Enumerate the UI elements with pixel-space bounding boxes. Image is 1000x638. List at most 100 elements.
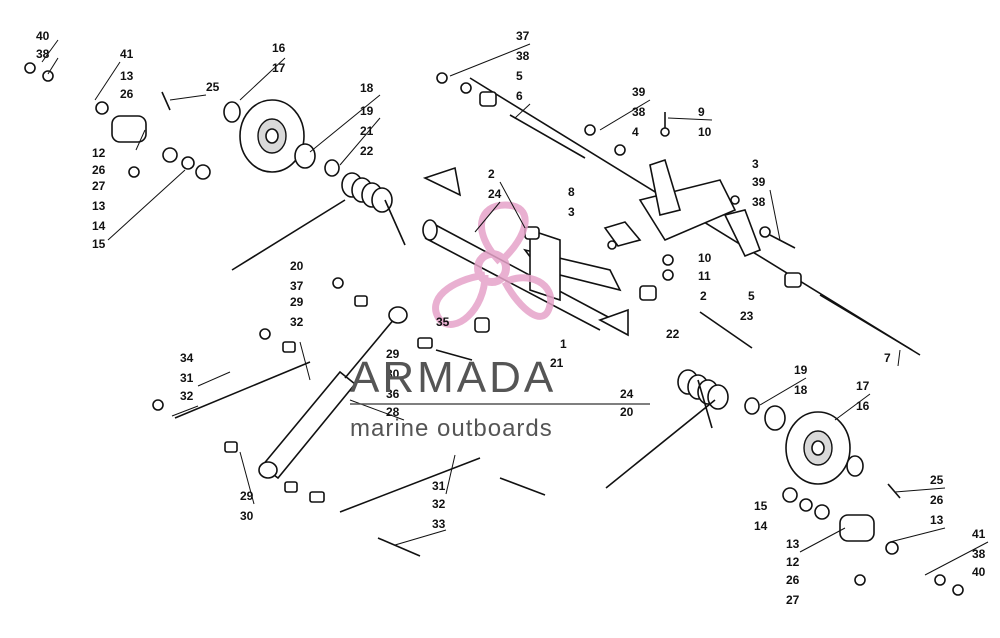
callout-31-upper: 31 [180,371,194,385]
rod-23 [699,311,753,349]
ring-19-right [744,397,760,415]
callout-27-right: 27 [786,593,800,607]
callout-2-top: 2 [488,167,495,181]
bolt-40-left [24,62,36,74]
spacer-25-left [223,101,241,123]
callout-16-left: 16 [272,41,286,55]
callout-3-left: 3 [568,205,575,219]
nut-34-lower [152,399,164,411]
callout-29-mid: 29 [386,347,400,361]
nut-15-right [782,487,798,503]
spacer-30-mid [417,337,433,349]
washer-14-left [181,156,195,170]
shaft-end-left [422,219,438,241]
callout-26-left-low: 26 [92,163,106,177]
nut-11 [662,269,674,281]
bolt-33-right [499,477,546,496]
bushing-2-right [639,285,657,301]
callout-39-top: 39 [632,85,646,99]
callout-17-left: 17 [272,61,286,75]
plate-22-right [598,308,629,337]
callout-23: 23 [740,309,754,323]
spring-right [605,369,729,489]
washer-13-left [162,147,178,163]
callout-15-left: 15 [92,237,106,251]
callout-19-right: 19 [794,363,808,377]
callout-1: 1 [560,337,567,351]
bolt-7 [819,294,913,351]
washer-38-right-mid [759,226,771,238]
watermark-subtitle: marine outboards [350,415,553,442]
callout-31-lower: 31 [432,479,446,493]
callout-3-right: 3 [752,157,759,171]
callout-30-mid: 30 [386,367,400,381]
bolt-25-left [161,91,171,111]
logo-petal-right [501,274,555,320]
callout-22-right: 22 [666,327,680,341]
bearing-18-right [764,405,786,431]
callout-38-right-low: 38 [972,547,986,561]
washer-10-low [662,254,674,266]
watermark-text: ARMADA marine outboards [350,353,650,442]
rod-6 [509,114,586,159]
pin-8 [603,221,642,247]
shock-lower-eye [258,461,278,479]
callout-21-right: 21 [550,356,564,370]
washer-38-top [460,82,472,94]
bolt-33-lower [377,537,421,557]
washer-14-right [799,498,813,512]
spring-left [231,172,406,271]
spacer-25-right [846,455,864,477]
watermark-title: ARMADA [350,353,556,402]
callout-11: 11 [698,269,711,283]
callout-24-right: 24 [620,387,634,401]
spacer-29-mid [224,441,238,453]
rear-bracket-side [723,209,762,258]
bolt-39-top [584,124,596,136]
idler-wheel-right [785,411,851,485]
callout-41-left: 41 [120,47,134,61]
callout-40-right: 40 [972,565,986,579]
callout-9: 9 [698,105,705,119]
cap-13-right [885,541,899,555]
callout-38-right: 38 [752,195,766,209]
callout-12-right: 12 [786,555,800,569]
ring-19-left [324,159,340,177]
leader-lines [41,39,989,576]
logo-petal-left [432,271,489,328]
nut-27-right [854,574,866,586]
front-arm-shaft [429,221,611,319]
callout-4: 4 [632,125,639,139]
spacer-35 [474,317,490,333]
callout-18-left: 18 [360,81,374,95]
nut-37-top [436,72,448,84]
callout-19-left: 19 [360,104,374,118]
callout-28: 28 [386,405,400,419]
callout-33: 33 [432,517,446,531]
washer-38-left [42,70,54,82]
cap-13-left [95,101,109,115]
callout-13-right-top: 13 [930,513,944,527]
idler-wheel-left [239,99,305,173]
callout-32-lower: 32 [432,497,446,511]
callout-10-top: 10 [698,125,712,139]
link-rod-31-upper [174,361,311,419]
callout-37-top: 37 [516,29,530,43]
bolt-36 [435,349,473,361]
callout-26-left: 26 [120,87,134,101]
callout-6: 6 [516,89,523,103]
callout-27-left: 27 [92,179,106,193]
callout-41-right: 41 [972,527,986,541]
callout-26-right: 26 [930,493,944,507]
watermark-logo [432,201,555,328]
axle-clamp-right [839,514,875,542]
callout-7: 7 [884,351,891,365]
callout-10-low: 10 [698,251,712,265]
washer-10-top [660,127,670,137]
bearing-18-left [294,143,316,169]
spacer-30-low [309,491,325,503]
callout-36: 36 [386,387,400,401]
callout-20-left: 20 [290,259,304,273]
callout-14-right: 14 [754,519,768,533]
